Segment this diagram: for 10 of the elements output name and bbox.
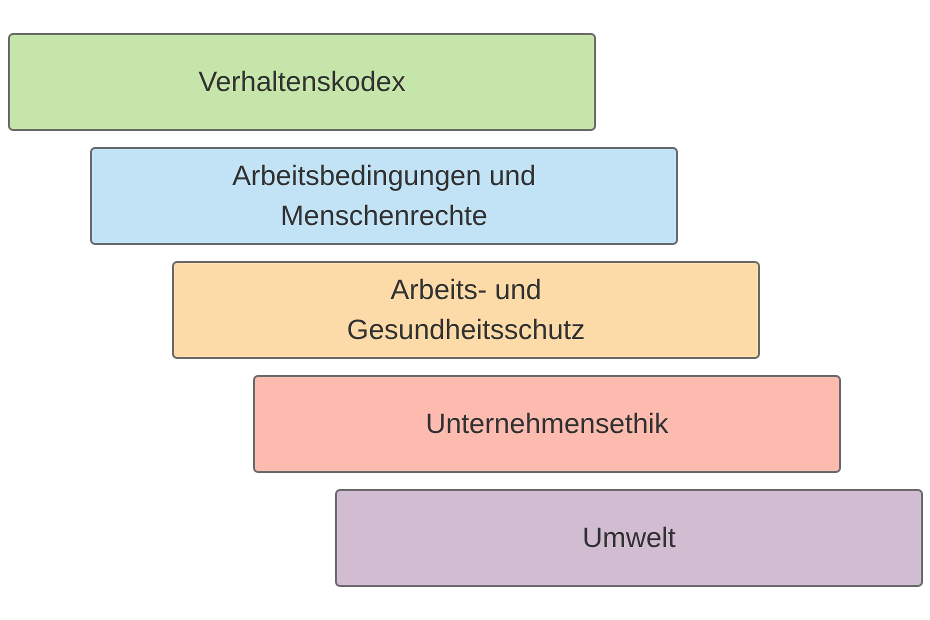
text-box	[90, 147, 678, 245]
text-box	[253, 375, 841, 473]
box-label: Unternehmensethik	[426, 407, 668, 441]
text-box	[172, 261, 760, 359]
box-label: Arbeits- und Gesundheitsschutz	[346, 273, 586, 347]
box-label: Umwelt	[582, 521, 676, 555]
text-box	[8, 33, 596, 131]
box-label: Verhaltenskodex	[198, 65, 406, 99]
text-box	[335, 489, 923, 587]
box-label: Arbeitsbedingungen und Menschenrechte	[231, 159, 537, 233]
